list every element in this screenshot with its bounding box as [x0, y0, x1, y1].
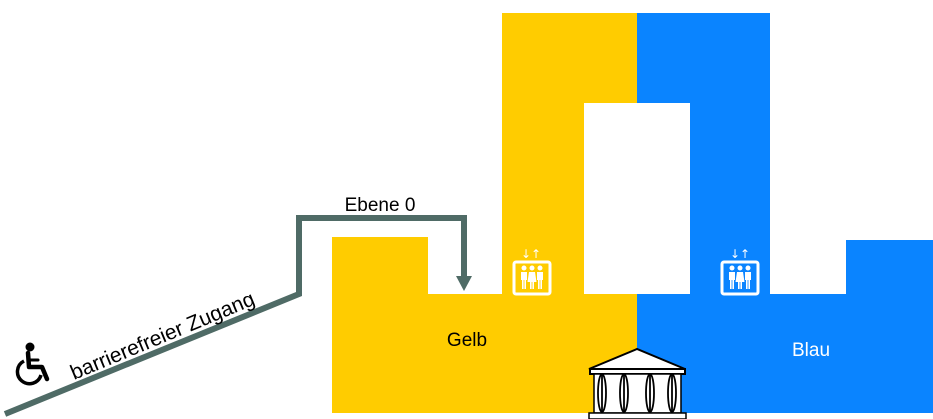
access-label: barrierefreier Zugang — [67, 288, 258, 385]
building-yellow — [332, 13, 637, 413]
building-blue — [637, 13, 933, 413]
level-label: Ebene 0 — [345, 195, 416, 216]
yellow-building-label: Gelb — [447, 330, 487, 351]
elevator-icon: ↓↑ — [512, 247, 552, 296]
blue-building-label: Blau — [792, 340, 830, 361]
elevator-icon: ↓↑ — [720, 247, 760, 296]
svg-text:↓↑: ↓↑ — [730, 247, 750, 261]
svg-text:↓↑: ↓↑ — [521, 247, 541, 261]
museum-building-icon — [588, 347, 687, 419]
access-path — [3, 215, 467, 417]
access-arrowhead — [456, 276, 472, 291]
wheelchair-icon — [15, 342, 50, 386]
